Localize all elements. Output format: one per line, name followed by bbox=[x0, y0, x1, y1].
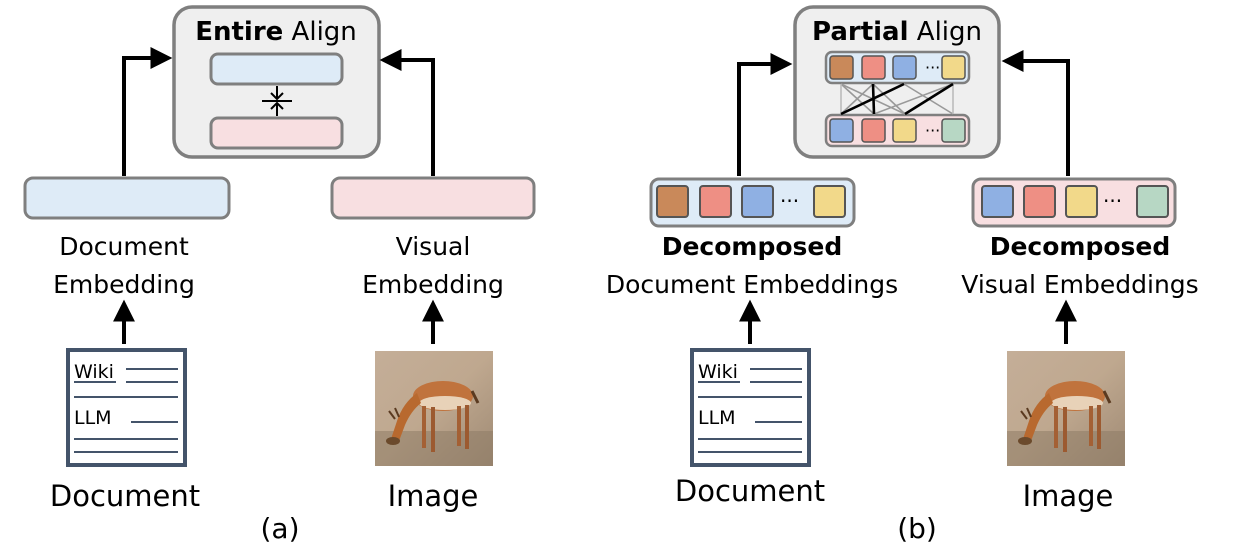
token bbox=[892, 55, 917, 80]
token bbox=[699, 185, 732, 218]
token bbox=[829, 55, 854, 80]
document-icon-b: Wiki LLM bbox=[690, 348, 811, 467]
panel-b: Partial Align ··· ··· bbox=[606, 5, 1199, 545]
token bbox=[892, 118, 917, 143]
partial-alignment-lines bbox=[840, 82, 954, 116]
token bbox=[981, 185, 1014, 218]
decomposed-visual-label-1: Decomposed bbox=[990, 232, 1171, 261]
visual-embedding-label-1: Visual bbox=[396, 232, 471, 261]
svg-text:LLM: LLM bbox=[698, 407, 736, 429]
token bbox=[829, 118, 854, 143]
visual-embedding-label-2: Embedding bbox=[362, 270, 504, 299]
compress-arrows-icon bbox=[262, 86, 292, 116]
token bbox=[1136, 185, 1169, 218]
document-icon: Wiki LLM bbox=[66, 348, 187, 467]
image-label-b: Image bbox=[1023, 479, 1114, 513]
ellipsis: ··· bbox=[1103, 189, 1122, 213]
token bbox=[656, 185, 689, 218]
arrow-vis-to-partial-align bbox=[1001, 50, 1070, 176]
token bbox=[813, 185, 846, 218]
antelope-image-b bbox=[1005, 349, 1127, 468]
decomposed-document-label-2: Document Embeddings bbox=[606, 270, 898, 299]
arrow-doc-to-partial-align bbox=[737, 53, 793, 176]
visual-embedding-bar bbox=[330, 176, 536, 220]
ellipsis: ··· bbox=[925, 121, 940, 140]
image-label: Image bbox=[388, 479, 479, 513]
token bbox=[861, 55, 886, 80]
ellipsis: ··· bbox=[925, 58, 940, 77]
decomposed-visual-label-2: Visual Embeddings bbox=[961, 270, 1198, 299]
token bbox=[861, 118, 886, 143]
document-embedding-label-1: Document bbox=[59, 232, 189, 261]
partial-align-title: Partial Align bbox=[812, 17, 982, 47]
token bbox=[1065, 185, 1098, 218]
entire-align-title: Entire Align bbox=[195, 17, 357, 47]
document-embedding-bar bbox=[23, 176, 231, 220]
panel-a: Entire Align Document Embedding Visual E… bbox=[23, 5, 536, 545]
arrow-vis-to-align bbox=[379, 49, 435, 176]
caption-a: (a) bbox=[260, 512, 299, 545]
token bbox=[1023, 185, 1056, 218]
document-label-b: Document bbox=[675, 474, 825, 508]
svg-text:LLM: LLM bbox=[74, 407, 112, 429]
document-label: Document bbox=[50, 479, 200, 513]
caption-b: (b) bbox=[897, 512, 937, 545]
token bbox=[941, 118, 966, 143]
decomposed-document-label-1: Decomposed bbox=[662, 232, 843, 261]
arrow-doc-to-align bbox=[122, 47, 173, 176]
align-doc-bar bbox=[209, 52, 344, 86]
token bbox=[741, 185, 774, 218]
ellipsis: ··· bbox=[780, 189, 799, 213]
token bbox=[941, 55, 966, 80]
antelope-image bbox=[373, 349, 495, 468]
svg-text:Wiki: Wiki bbox=[74, 361, 114, 383]
align-vis-bar bbox=[209, 116, 344, 150]
document-embedding-label-2: Embedding bbox=[53, 270, 195, 299]
svg-text:Wiki: Wiki bbox=[698, 361, 738, 383]
